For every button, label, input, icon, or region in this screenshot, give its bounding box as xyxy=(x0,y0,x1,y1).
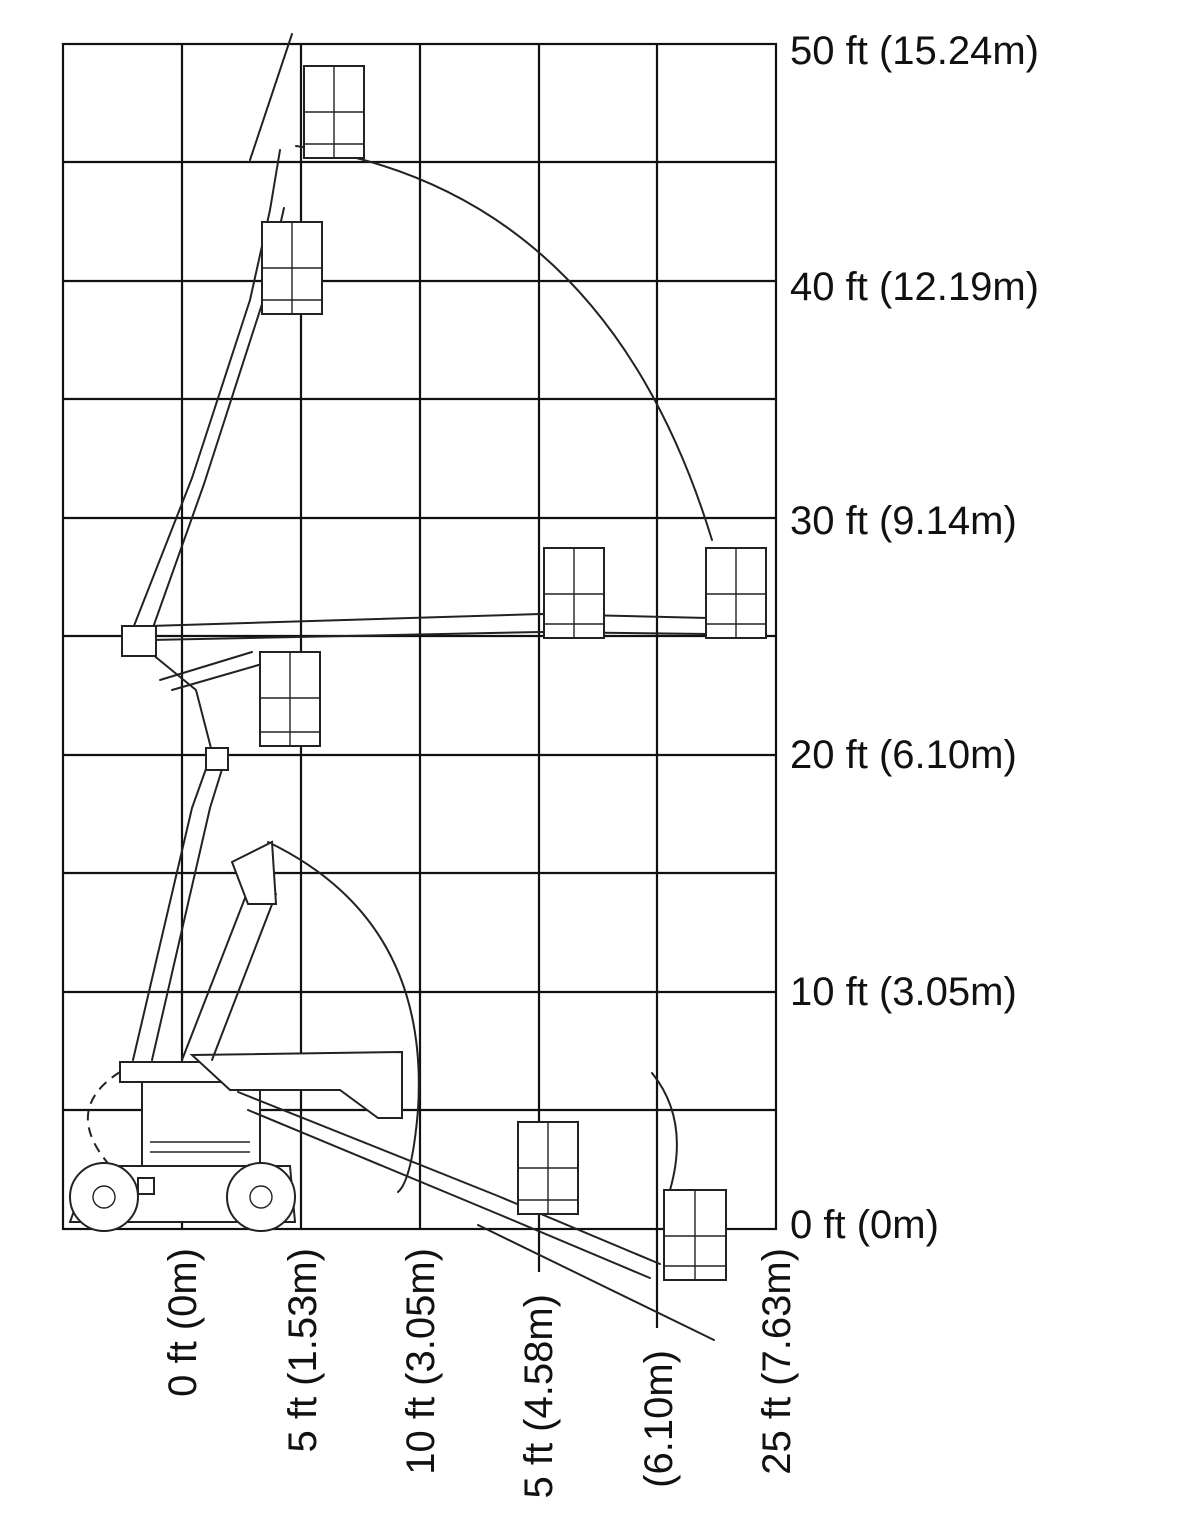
boom-pivot xyxy=(205,747,229,771)
below-grade-boom-top xyxy=(237,1091,661,1265)
height-label-30ft: 30 ft (9.14m) xyxy=(790,499,1017,543)
horizontal-boom-top xyxy=(149,613,709,627)
work-platform-icon xyxy=(663,1189,727,1281)
jib-20ft-inner xyxy=(171,663,263,691)
work-platform-icon xyxy=(705,547,767,639)
lower-envelope-arc xyxy=(267,841,420,1193)
platforms xyxy=(259,65,767,1281)
reach-scale: 0 ft (0m) 5 ft (1.53m) 10 ft (3.05m) 5 f… xyxy=(161,1248,799,1499)
turntable xyxy=(141,1077,261,1167)
grid xyxy=(61,42,778,1328)
horizontal-boom-bottom xyxy=(149,631,709,641)
top-boom-tip-line xyxy=(249,33,293,161)
range-envelope xyxy=(249,33,715,1341)
front-wheel-hub xyxy=(92,1185,116,1209)
work-platform-icon xyxy=(259,651,321,747)
work-platform-icon xyxy=(261,221,323,315)
boom-lift-icon xyxy=(68,149,709,1279)
reach-label-10ft: 10 ft (3.05m) xyxy=(399,1248,443,1475)
height-label-40ft: 40 ft (12.19m) xyxy=(790,265,1039,309)
reach-label-0ft: 0 ft (0m) xyxy=(161,1248,205,1397)
reach-label-15ft: 5 ft (4.58m) xyxy=(517,1294,561,1499)
fold-arm-knuckle xyxy=(230,840,278,905)
reach-label-25ft: 25 ft (7.63m) xyxy=(755,1248,799,1475)
upper-boom-vertical xyxy=(129,149,281,637)
lower-boom-upright xyxy=(129,635,213,1061)
below-grade-boom-bottom xyxy=(247,1109,651,1279)
control-box xyxy=(137,1177,155,1195)
work-platform-icon xyxy=(543,547,605,639)
reach-label-5ft: 5 ft (1.53m) xyxy=(281,1248,325,1453)
rear-wheel xyxy=(226,1162,296,1232)
ground-reach-line xyxy=(477,1224,715,1341)
stowed-arm-counterweight xyxy=(189,1050,403,1119)
height-label-20ft: 20 ft (6.10m) xyxy=(790,733,1017,777)
tail-swing-dashed xyxy=(87,1071,121,1169)
jib-20ft xyxy=(159,651,253,681)
below-grade-arc xyxy=(651,1072,678,1191)
rear-wheel-hub xyxy=(249,1185,273,1209)
height-label-10ft: 10 ft (3.05m) xyxy=(790,970,1017,1014)
work-platform-icon xyxy=(517,1121,579,1215)
height-label-0ft: 0 ft (0m) xyxy=(790,1203,939,1247)
height-label-50ft: 50 ft (15.24m) xyxy=(790,29,1039,73)
lower-boom-upright-inner xyxy=(151,749,229,1061)
front-wheel xyxy=(69,1162,139,1232)
upper-envelope-arc xyxy=(295,145,713,541)
fold-arm-inner xyxy=(211,893,277,1061)
boom-pivot xyxy=(121,625,157,657)
height-scale: 50 ft (15.24m) 40 ft (12.19m) 30 ft (9.1… xyxy=(790,29,1039,1247)
reach-label-20ft: (6.10m) xyxy=(637,1350,681,1488)
work-platform-icon xyxy=(303,65,365,159)
